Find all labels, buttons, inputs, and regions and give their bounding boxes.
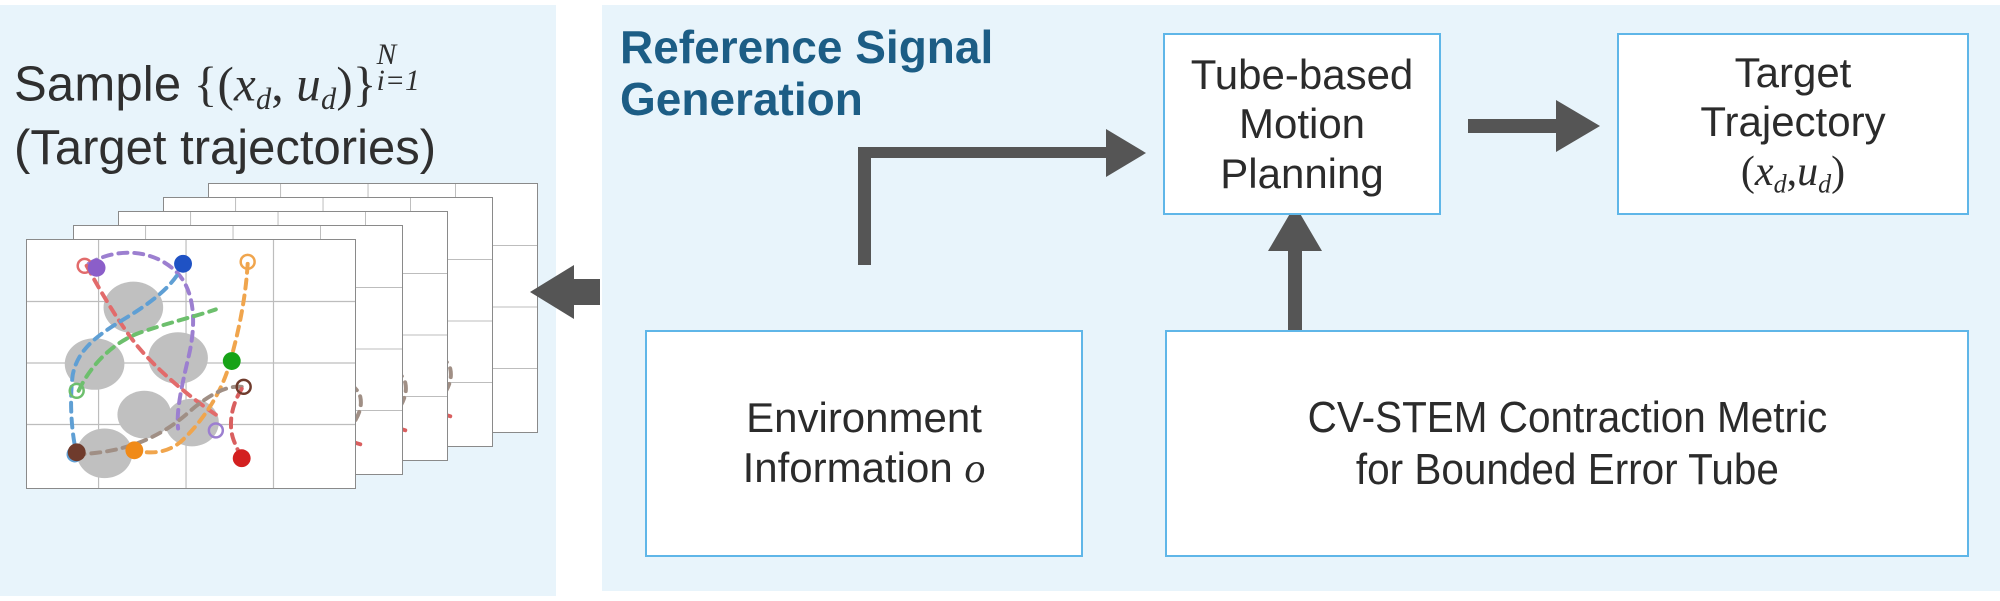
target-formula: (xd,ud) (1740, 149, 1846, 199)
target-line-2: Trajectory (1700, 98, 1886, 146)
box-cv-stem-contraction-metric[interactable]: CV-STEM Contraction Metric for Bounded E… (1165, 330, 1969, 557)
box-target-trajectory[interactable]: Target Trajectory (xd,ud) (1617, 33, 1969, 215)
env-symbol-o: o (964, 445, 986, 492)
target-line-1: Target (1734, 49, 1852, 96)
tube-line-2: Motion (1238, 100, 1366, 148)
target-u-subscript: d (1818, 169, 1832, 199)
env-label: Information (742, 443, 953, 491)
target-x-subscript: d (1773, 169, 1787, 199)
arrowhead-right-to-tube (1106, 129, 1146, 177)
arrowhead-left-to-samples (530, 265, 574, 319)
connector-to-left-panel (572, 279, 600, 305)
trajectory-plot-front (26, 239, 356, 489)
env-line-1: Environment (746, 394, 982, 442)
sample-label: Sample (14, 57, 182, 112)
title-line-1: Reference Signal (620, 21, 994, 73)
end-markers (67, 254, 251, 468)
tube-line-1: Tube-based (1190, 51, 1414, 99)
cvstem-line-1: CV-STEM Contraction Metric (1307, 393, 1827, 443)
title-line-2: Generation (620, 72, 863, 125)
x-subscript: d (255, 82, 272, 117)
cvstem-line-2: for Bounded Error Tube (1355, 444, 1779, 494)
u-subscript: d (320, 82, 337, 117)
tube-line-3: Planning (1220, 149, 1384, 197)
box-environment-information[interactable]: Environment Information o (645, 330, 1083, 557)
env-line-2: Information o (743, 443, 986, 494)
connector-generation-to-environment (858, 147, 871, 265)
trajectory-plot-stack (18, 183, 538, 489)
connector-generation-to-tube (860, 147, 1108, 158)
connector-cvstem-to-tube (1288, 250, 1302, 332)
reference-signal-generation-title: Reference Signal Generation (620, 21, 1100, 125)
arrowhead-right-to-target (1556, 100, 1600, 152)
connector-tube-to-target (1468, 119, 1563, 133)
trajectory-plot-svg (27, 240, 355, 488)
trajectory-paths (69, 250, 250, 459)
box-tube-based-motion-planning[interactable]: Tube-based Motion Planning (1163, 33, 1441, 215)
target-trajectories-caption: (Target trajectories) (14, 121, 437, 175)
